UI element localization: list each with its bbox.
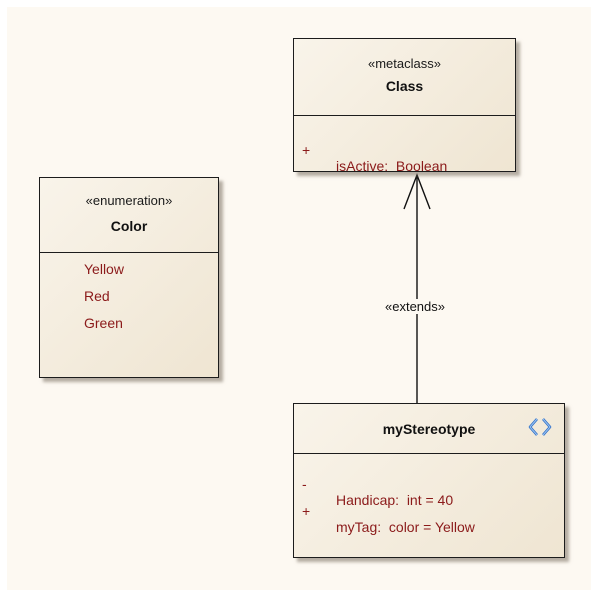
attribute-visibility: + <box>302 142 311 158</box>
enumeration-header: «enumeration» Color <box>40 178 218 253</box>
stereotype-header: myStereotype <box>294 404 564 454</box>
stereotype-name: myStereotype <box>382 421 476 437</box>
enumeration-name: Color <box>110 218 148 234</box>
stereotype-box[interactable]: myStereotype - Handicap: int = 40 + myTa… <box>293 403 565 558</box>
attribute-row[interactable]: - Handicap: int = 40 <box>294 460 564 524</box>
attribute-visibility: + <box>302 503 311 519</box>
connector-label: «extends» <box>353 299 477 314</box>
enumeration-box[interactable]: «enumeration» Color Yellow Red Green <box>39 177 219 378</box>
metaclass-header: «metaclass» Class <box>294 39 515 116</box>
attribute-text: myTag: color = Yellow <box>336 519 475 535</box>
metaclass-stereotype: «metaclass» <box>368 56 441 71</box>
attribute-text: Handicap: int = 40 <box>336 492 454 508</box>
enum-literal[interactable]: Green <box>84 315 123 331</box>
attribute-text: isActive: Boolean <box>336 158 448 174</box>
metaclass-box[interactable]: «metaclass» Class + isActive: Boolean <box>293 38 516 174</box>
enum-literal[interactable]: Yellow <box>84 261 124 277</box>
enum-literal[interactable]: Red <box>84 288 110 304</box>
enumeration-stereotype: «enumeration» <box>85 193 173 208</box>
attribute-row[interactable]: + myTag: color = Yellow <box>294 487 564 551</box>
attribute-visibility: - <box>302 476 307 492</box>
metaclass-name: Class <box>385 78 424 94</box>
attribute-row[interactable]: + isActive: Boolean <box>294 126 515 190</box>
stereotype-icon <box>528 418 552 436</box>
